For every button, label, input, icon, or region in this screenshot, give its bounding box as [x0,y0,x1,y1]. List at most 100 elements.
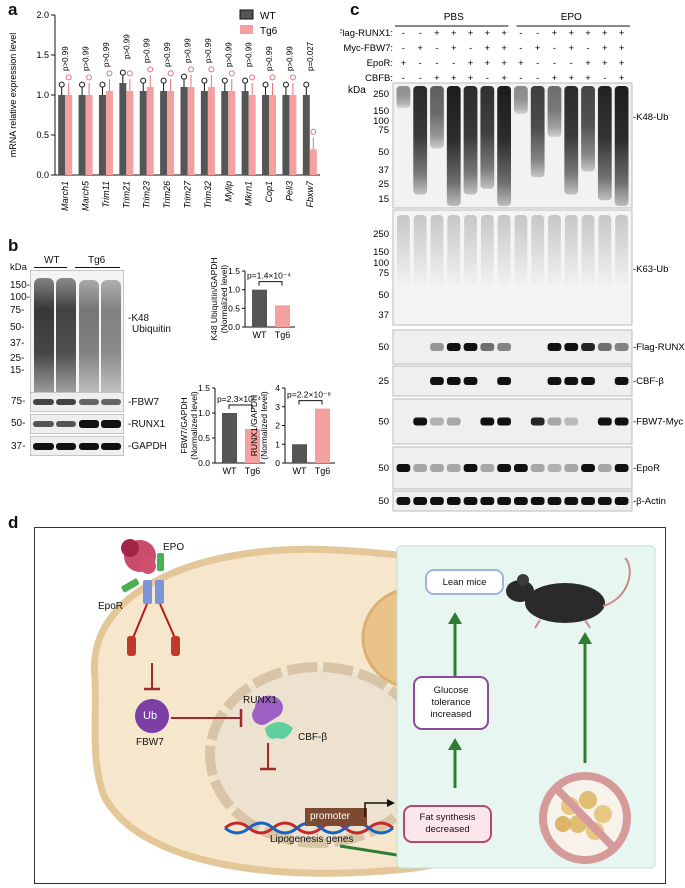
chart-a-bar-tg6 [289,95,297,175]
chart-a-legend-swatch-wt [239,9,254,20]
blot-c-k48-marker: 100 [373,116,389,127]
chart-a-pvalue: p>0.99 [285,46,294,71]
blot-c-k48-lane [597,86,612,201]
chart-b1-bracket [258,281,283,286]
blot-c-sign: + [602,58,608,69]
blot-b-marker-37: 37- [11,441,26,452]
blot-c-epor-band [514,464,528,472]
chart-a-point-wt [242,77,249,84]
blot-c-sign: - [435,43,438,54]
blot-c-sign: + [451,43,457,54]
chart-a-bar-tg6 [85,95,93,175]
blot-c-k63-lane [581,215,595,285]
blot-c-sign: + [417,43,423,54]
blot-c-fbw7-band [413,417,428,426]
blot-c-actin-marker: 50 [378,496,389,507]
blot-c-k63-lane [413,215,427,285]
chart-a-point-tg6 [249,74,256,81]
blot-c-sign: + [434,28,440,39]
blot-c-actin-label: -β-Actin [633,496,666,507]
transcription-arrow [364,802,387,817]
blot-c-cbfb-band [430,377,444,385]
chart-a-legend-wt: WT [260,11,276,22]
outcome-fat-line2: decreased [425,824,470,835]
blot-c-runx1-marker: 50 [378,342,389,353]
chart-a-point-tg6 [289,74,296,81]
panel-letter-d: d [8,513,19,532]
blot-c-fbw7-marker: 50 [378,417,389,428]
blot-c-sign: + [501,28,507,39]
chart-a-bar-wt [78,95,86,175]
blot-c-k48-lane [413,86,428,195]
blot-c-row-label: CBFB: [365,73,393,84]
blot-c-cbfb-band [581,377,595,385]
blot-c-actin-band [497,497,511,505]
chart-a-bar-wt [200,91,208,175]
blot-c-epor-band [480,464,495,472]
blot-c-cbfb-marker: 25 [378,376,389,387]
blot-c-epor-label: -EpoR [633,463,660,474]
chart-a-point-wt [140,77,147,84]
arrow-to-fat [339,844,404,858]
label-cbfb: CBF-β [298,732,328,743]
blot-c-actin-band [530,497,545,505]
chart-a-xtick-label: Trim23 [142,181,152,208]
chart-a-point-tg6 [167,70,174,77]
arrow-up-head [448,738,462,750]
chart-b1-ytick-label: 0.5 [228,303,240,313]
blot-c-k48-panel [392,82,633,209]
blot-c-sign: + [619,58,625,69]
blot-c-sign: + [485,43,491,54]
blot-c-cbfb-band [497,377,511,385]
blot-c-epor-band [446,464,461,472]
chart-b1-bar [275,305,290,327]
blot-c-k48-lane [463,86,478,195]
label-fbw7: FBW7 [136,737,164,748]
chart-a-pvalue: p>0.99 [224,42,233,67]
blot-c-runx1-band [463,343,478,351]
blot-c-k48-marker: 50 [378,147,389,158]
chart-a-xtick-label: March5 [81,180,91,211]
blot-c-cbfb-band [463,377,478,385]
chart-a-point-wt [282,81,289,88]
blot-b-kda: kDa [10,262,27,273]
blot-b-group-line-wt [34,267,67,268]
no-fat-icon [539,772,631,864]
chart-a-bar-wt [160,91,168,175]
blot-c-fbw7-band [430,417,444,426]
chart-a-bar-wt [241,91,249,175]
chart-a-xtick-label: Trim21 [121,181,131,208]
epor-ligand-green [121,578,140,593]
chart-a-xtick-label: March1 [60,181,70,211]
outcome-fat-synthesis: Fat synthesis decreased [403,805,492,843]
blot-c-runx1-band [446,343,461,351]
blot-c-fbw7-band [497,417,511,426]
chart-a-pvalue: p>0.99 [82,46,91,71]
blot-c-sign: - [553,43,556,54]
blot-c-sign: + [568,28,574,39]
blot-c-sign: - [469,43,472,54]
blot-c-actin-band [463,497,478,505]
epo-icon-lobe [121,539,139,557]
chart-a-point-tg6 [65,74,72,81]
chart-a-pvalue: p>0.99 [61,46,70,71]
blot-c-k48-lane [547,86,562,137]
arrow-up-head [578,632,592,644]
blot-c-sign: - [519,43,522,54]
blot-c-k48-marker: 37 [378,165,389,176]
chart-a-point-tg6 [188,66,194,73]
chart-a-xtick-label: Trim26 [162,181,172,208]
blot-c-sign: + [401,58,407,69]
blot-c-fbw7-band [446,417,461,426]
blot-c-sign: + [602,28,608,39]
epor-receptor [143,580,152,604]
chart-a-point-wt [262,81,269,88]
blot-c-cbfb-band [564,377,579,385]
panel-letter-a: a [8,0,18,19]
blot-b-marker: 150- [10,280,31,291]
blot-c-actin-band [564,497,579,505]
blot-c-k48-marker: 25 [378,179,389,190]
blot-c-sign: + [468,58,474,69]
blot-c-sign: - [586,43,589,54]
label-epor: EpoR [98,601,124,612]
